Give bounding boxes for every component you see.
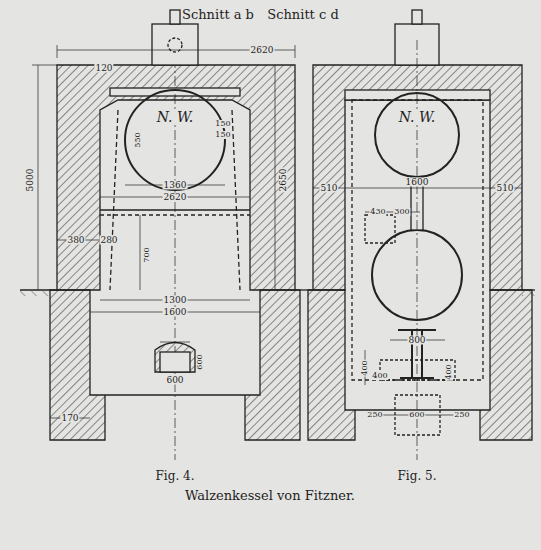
dimension-label: 800 xyxy=(407,336,426,345)
dimension-label: 280 xyxy=(99,236,118,245)
figure-label: Fig. 4. xyxy=(155,470,196,482)
caption: Walzenkessel von Fitzner. xyxy=(184,489,356,502)
dimension-label: 700 xyxy=(143,246,151,263)
dimension-label: 380 xyxy=(66,236,85,245)
dimension-label: 170 xyxy=(60,414,79,423)
dimension-label: 600 xyxy=(408,411,425,419)
dimension-label: 400 xyxy=(361,359,369,376)
dimension-label: 2650 xyxy=(279,168,288,193)
dimension-label: 250 xyxy=(366,411,383,419)
dimension-label: 2620 xyxy=(250,46,275,55)
dimension-label: 600 xyxy=(165,376,184,385)
dimension-label: Schnitt a b xyxy=(181,8,255,21)
dimension-label: 2620 xyxy=(163,193,188,202)
dimension-label: 150 xyxy=(214,131,231,139)
dimension-label: 120 xyxy=(94,64,113,73)
dimension-label: 510 xyxy=(319,184,338,193)
dimension-label: N. W. xyxy=(156,110,195,124)
dimension-label: Schnitt c d xyxy=(266,8,339,21)
dimension-label: 300 xyxy=(393,208,410,216)
dimension-label: 550 xyxy=(134,131,142,148)
dimension-label: N. W. xyxy=(398,110,437,124)
dimension-label: 1300 xyxy=(163,296,188,305)
dimension-label: 1600 xyxy=(163,308,188,317)
dimension-label: 600 xyxy=(196,353,204,370)
dimension-label: 430 xyxy=(369,208,386,216)
dimension-label: 400 xyxy=(445,363,453,380)
dimension-label: 510 xyxy=(495,184,514,193)
dimension-label: 250 xyxy=(453,411,470,419)
dimension-label: 400 xyxy=(371,372,388,380)
dimension-label: 5000 xyxy=(26,168,35,193)
dimension-label: 1360 xyxy=(163,181,188,190)
dimension-label: 150 xyxy=(214,120,231,128)
dimension-label: 1600 xyxy=(405,178,430,187)
figure-label: Fig. 5. xyxy=(397,470,438,482)
